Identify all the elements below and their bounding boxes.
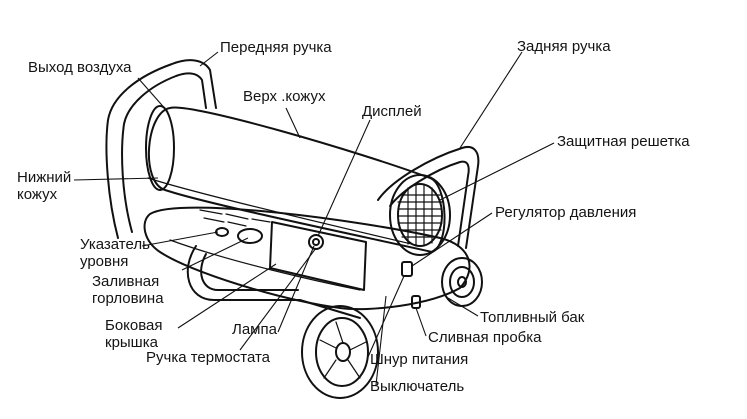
- vent-slots: [199, 209, 271, 227]
- label-side-cover-line1: Боковая: [105, 317, 163, 334]
- rear-handle-frame-inner: [389, 160, 470, 247]
- filler-cap: [237, 228, 263, 244]
- label-filler-neck-line1: Заливная: [92, 273, 159, 290]
- label-air-outlet: Выход воздуха: [28, 59, 132, 76]
- label-lower-casing-line1: Нижний: [17, 169, 71, 186]
- protective-grille-inner: [397, 183, 443, 247]
- lamp-shape: [312, 238, 320, 246]
- label-front-handle: Передняя ручка: [220, 39, 332, 56]
- lower-casing: [143, 206, 471, 311]
- cylinder-rim: [147, 177, 421, 247]
- label-switch: Выключатель: [370, 378, 464, 395]
- label-filler-neck-line2: горловина: [92, 290, 164, 307]
- label-level-indicator-line1: Указатель: [80, 236, 150, 253]
- label-drain-plug: Сливная пробка: [428, 329, 542, 346]
- tank-seam: [169, 239, 361, 291]
- leader-lines: [73, 51, 555, 386]
- label-fuel-tank: Топливный бак: [480, 309, 585, 326]
- front-handle-frame-inner: [121, 72, 207, 233]
- cylinder-front-end: [145, 105, 175, 191]
- label-lamp: Лампа: [232, 321, 278, 338]
- rear-handle-frame: [377, 146, 480, 249]
- front-wheel: [301, 305, 379, 399]
- rear-wheel: [441, 257, 483, 307]
- thermostat-knob-shape: [308, 234, 324, 250]
- label-protective-grille: Защитная решетка: [557, 133, 690, 150]
- label-lower-casing-line2: кожух: [17, 186, 58, 203]
- front-handle-frame: [105, 59, 217, 239]
- label-level-indicator-line2: уровня: [80, 253, 128, 270]
- base-frame: [186, 245, 361, 319]
- label-power-cord: Шнур питания: [370, 351, 468, 368]
- part-labels: Выход воздуха Передняя ручка Задняя ручк…: [17, 38, 690, 395]
- label-side-cover-line2: крышка: [105, 334, 159, 351]
- side-panel: [269, 221, 367, 291]
- label-upper-casing: Верх .кожух: [243, 88, 326, 105]
- heater-drawing: [105, 59, 483, 399]
- label-thermostat-knob: Ручка термостата: [146, 349, 271, 366]
- protective-grille: [389, 174, 451, 256]
- label-pressure-regulator: Регулятор давления: [495, 204, 636, 221]
- label-rear-handle: Задняя ручка: [517, 38, 611, 55]
- label-display: Дисплей: [362, 103, 422, 120]
- pressure-regulator-shape: [401, 261, 413, 277]
